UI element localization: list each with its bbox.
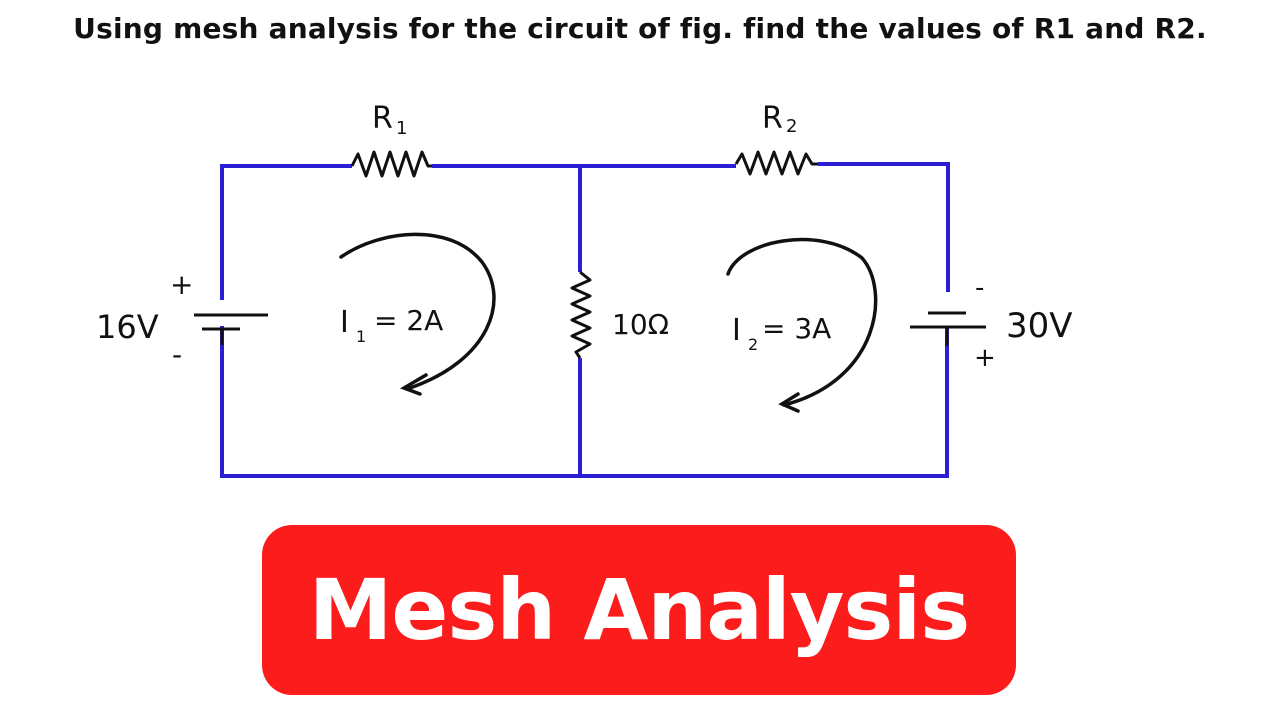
wire-left-bottom: [220, 326, 580, 478]
banner-title: Mesh Analysis: [308, 561, 970, 659]
resistor-r1: [350, 150, 432, 178]
r1-label: R: [372, 101, 393, 136]
r2-label: R: [762, 101, 783, 136]
mesh1-subscript: 1: [356, 327, 366, 346]
mesh2-value: = 3A: [762, 312, 831, 345]
question-text: Using mesh analysis for the circuit of f…: [73, 12, 1207, 45]
mesh1-label: I: [340, 305, 349, 340]
middle-resistor-label: 10Ω: [612, 308, 669, 341]
mesh1-arrow-icon: [339, 232, 496, 396]
r2-subscript: 2: [786, 116, 797, 137]
wire-top-left: [220, 164, 352, 300]
battery-16v-value: 16V: [96, 308, 159, 346]
wire-top-right: [818, 162, 950, 292]
circuit-diagram: R 1 R 2 10Ω + - 16V - + 30V I 1 = 2A I 2…: [96, 101, 1073, 478]
wires: [220, 162, 950, 478]
mesh2-label: I: [732, 313, 741, 348]
battery-30v: [910, 311, 986, 346]
mesh2-arrow-icon: [726, 237, 878, 413]
battery-30v-value: 30V: [1006, 306, 1073, 346]
wire-bottom-right: [580, 326, 949, 478]
battery-16v: [194, 313, 268, 345]
title-banner: Mesh Analysis: [262, 525, 1016, 695]
resistor-r2: [734, 150, 818, 176]
r1-subscript: 1: [396, 118, 407, 139]
mesh2-subscript: 2: [748, 335, 758, 354]
mesh1-value: = 2A: [374, 304, 443, 337]
battery-30v-minus: -: [975, 273, 984, 303]
battery-16v-minus: -: [172, 338, 182, 371]
resistor-10-ohm: [570, 270, 592, 359]
battery-30v-plus: +: [974, 343, 996, 373]
battery-16v-plus: +: [170, 268, 193, 301]
